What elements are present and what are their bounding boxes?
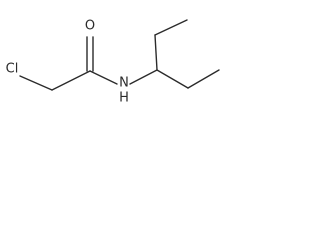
bond-nitrogen-methine — [129, 69, 158, 85]
chlorine-atom-label: Cl — [6, 62, 19, 77]
bond-cl-ch2 — [19, 75, 53, 91]
chemical-structure: Cl O N H — [0, 0, 226, 104]
bond-upper-ethyl-methyl — [154, 19, 188, 36]
bond-ch2-carbonyl — [51, 70, 91, 91]
hydrogen-atom-label: H — [119, 91, 129, 105]
molecule-diagram: Cl O N H — [6, 19, 220, 105]
oxygen-atom-label: O — [85, 19, 95, 34]
nitrogen-atom-label: N — [119, 76, 129, 91]
bond-carbonyl-nitrogen — [89, 70, 118, 85]
bond-methine-upper-ethyl — [154, 34, 158, 71]
bond-methine-lower-ethyl — [156, 69, 189, 89]
bond-lower-ethyl-methyl — [187, 69, 220, 89]
